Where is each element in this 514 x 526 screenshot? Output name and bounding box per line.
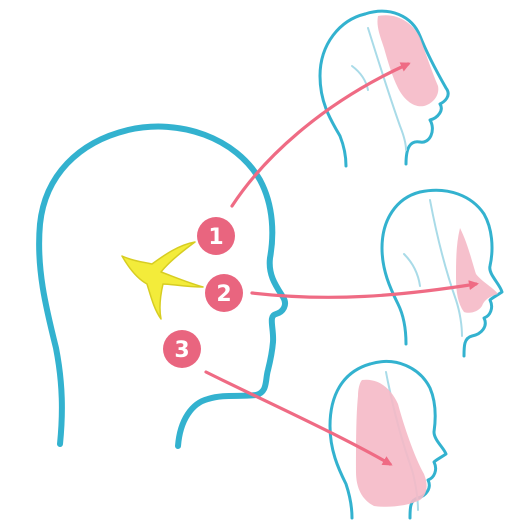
badge-2: 2	[205, 274, 243, 312]
badge-1: 1	[197, 217, 235, 255]
badge-3-label: 3	[174, 338, 189, 363]
upper-face-head	[320, 11, 448, 166]
arrow-2	[252, 284, 476, 297]
mid-face-head	[382, 190, 502, 356]
badge-3: 3	[163, 330, 201, 368]
trigeminal-nerve-shape	[122, 242, 203, 319]
badge-1-label: 1	[208, 225, 223, 250]
badge-2-label: 2	[216, 282, 231, 307]
